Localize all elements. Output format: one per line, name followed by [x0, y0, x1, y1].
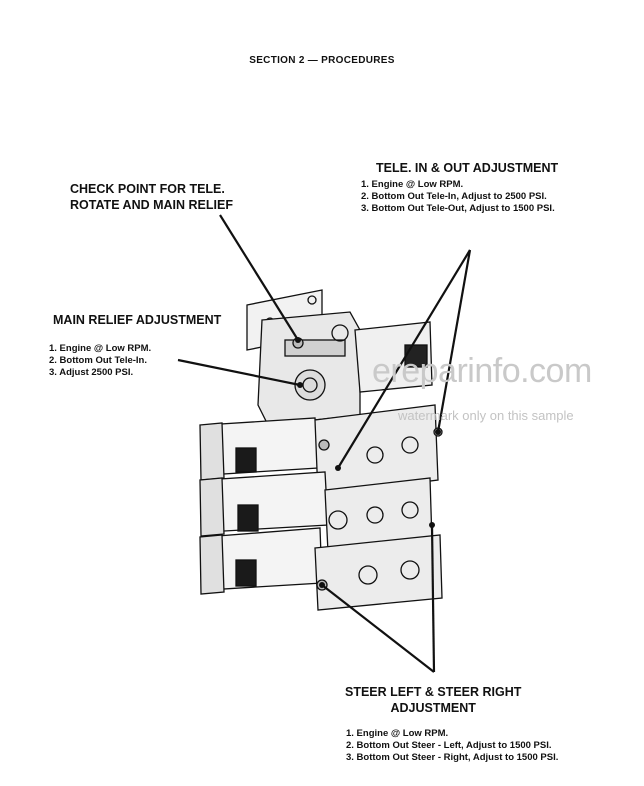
main-relief-steps: 1. Engine @ Low RPM. 2. Bottom Out Tele-…	[49, 343, 151, 379]
steer-step-1: 1. Engine @ Low RPM.	[346, 728, 449, 739]
check-point-title-line-1: CHECK POINT FOR TELE.	[70, 182, 225, 196]
tele-adjustment-title: TELE. IN & OUT ADJUSTMENT	[376, 161, 559, 175]
section-header: SECTION 2 — PROCEDURES	[249, 55, 395, 66]
steer-adjustment-steps: 1. Engine @ Low RPM. 2. Bottom Out Steer…	[346, 728, 558, 764]
main-relief-title: MAIN RELIEF ADJUSTMENT	[53, 313, 222, 327]
tele-step-3: 3. Bottom Out Tele-Out, Adjust to 1500 P…	[361, 203, 555, 214]
tele-step-1: 1. Engine @ Low RPM.	[361, 179, 464, 190]
steer-step-2: 2. Bottom Out Steer - Left, Adjust to 15…	[346, 740, 552, 751]
steer-step-3: 3. Bottom Out Steer - Right, Adjust to 1…	[346, 752, 559, 763]
main-relief-step-1: 1. Engine @ Low RPM.	[49, 343, 152, 354]
steer-title-line-2: ADJUSTMENT	[390, 701, 476, 715]
main-relief-step-3: 3. Adjust 2500 PSI.	[49, 367, 134, 378]
watermark-logo: ereparinfo.com	[372, 352, 592, 390]
steer-adjustment-title: STEER LEFT & STEER RIGHT ADJUSTMENT	[345, 684, 521, 716]
tele-step-2: 2. Bottom Out Tele-In, Adjust to 2500 PS…	[361, 191, 547, 202]
watermark-note: watermark only on this sample	[398, 408, 574, 423]
check-point-title: CHECK POINT FOR TELE. ROTATE AND MAIN RE…	[70, 181, 233, 213]
main-relief-step-2: 2. Bottom Out Tele-In.	[49, 355, 147, 366]
tele-adjustment-steps: 1. Engine @ Low RPM. 2. Bottom Out Tele-…	[361, 179, 555, 215]
check-point-title-line-2: ROTATE AND MAIN RELIEF	[70, 198, 233, 212]
steer-title-line-1: STEER LEFT & STEER RIGHT	[345, 685, 522, 699]
